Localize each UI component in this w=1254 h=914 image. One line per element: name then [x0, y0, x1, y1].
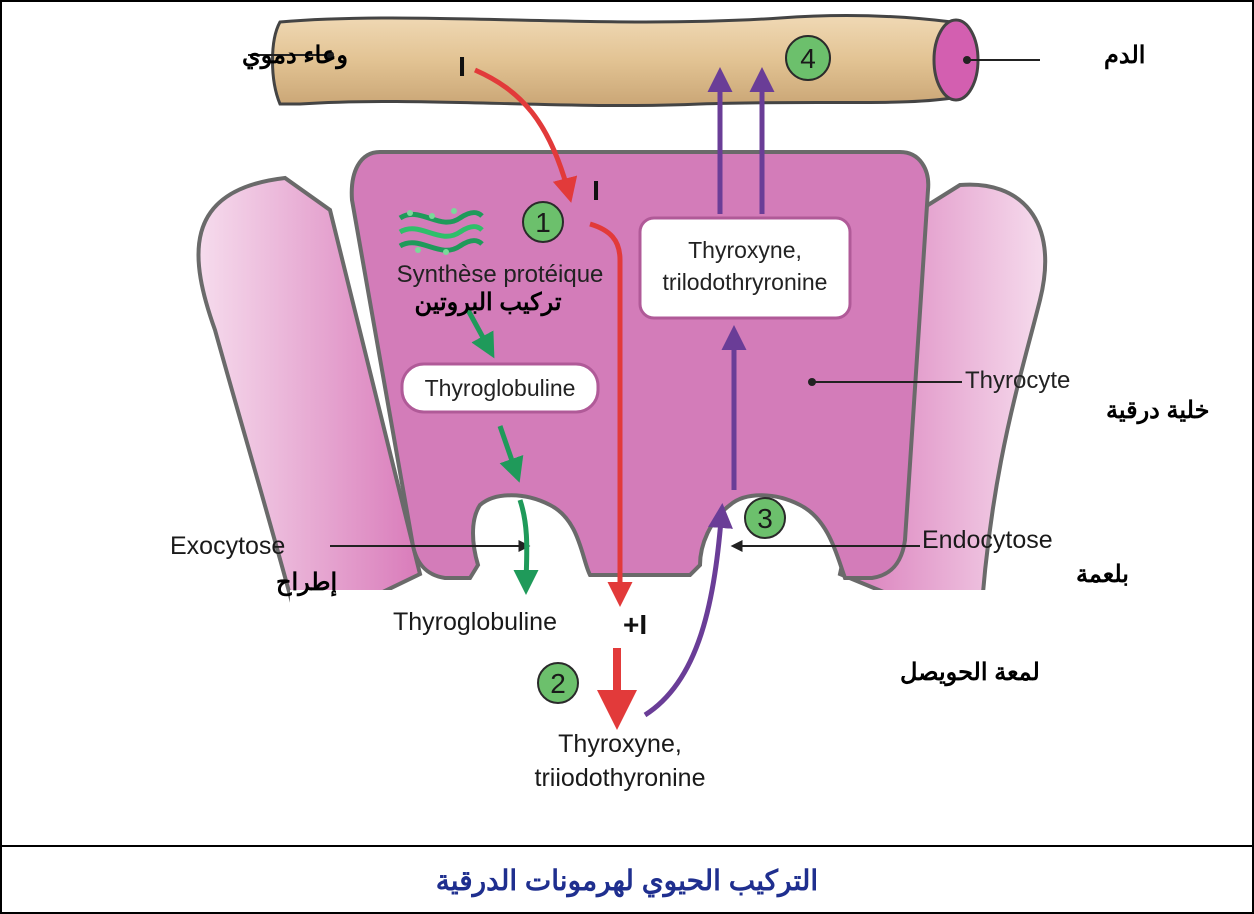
- blood-vessel-label: وعاء دموي: [242, 42, 348, 70]
- endocytose-fr-label: Endocytose: [922, 526, 1053, 554]
- hormone-box: [640, 218, 850, 318]
- exocytose-ar-label: إطراح: [276, 569, 337, 597]
- blood-vessel: [273, 15, 953, 105]
- endocytose-ar-label: بلعمة: [1076, 561, 1129, 588]
- blood-label: الدم: [1104, 42, 1145, 70]
- plus-iodine-label: +I: [623, 609, 647, 640]
- hormone-box-line1: Thyroxyne,: [688, 237, 802, 263]
- blood-leader-dot: [963, 56, 971, 64]
- step-3-label: 3: [757, 503, 773, 534]
- step-2-label: 2: [550, 668, 566, 699]
- thyrocyte-fr-label: Thyrocyte: [965, 367, 1070, 394]
- step-1-label: 1: [535, 207, 551, 238]
- iodine-cell-label: I: [592, 175, 600, 206]
- exocytose-fr-label: Exocytose: [170, 532, 285, 560]
- protein-synthesis-ar-label: تركيب البروتين: [414, 289, 561, 317]
- diagram-caption: التركيب الحيوي لهرمونات الدرقية: [436, 865, 818, 898]
- thyroglobuline-box-label: Thyroglobuline: [425, 375, 576, 401]
- thyroglobuline-lumen-label: Thyroglobuline: [393, 608, 557, 636]
- hormones-bottom-line1: Thyroxyne,: [558, 730, 682, 758]
- hormone-box-line2: trilodothryronine: [663, 269, 828, 295]
- colloid-ar-label: لمعة الحويصل: [900, 659, 1040, 687]
- iodine-top-label: I: [458, 51, 466, 82]
- hormones-bottom-line2: triiodothyronine: [535, 764, 706, 792]
- thyrocyte-ar-label: خلية درقية: [1106, 397, 1209, 425]
- thyrocyte-leader-dot: [808, 378, 816, 386]
- step-4-label: 4: [800, 43, 816, 74]
- protein-synthesis-fr-label: Synthèse protéique: [397, 261, 604, 288]
